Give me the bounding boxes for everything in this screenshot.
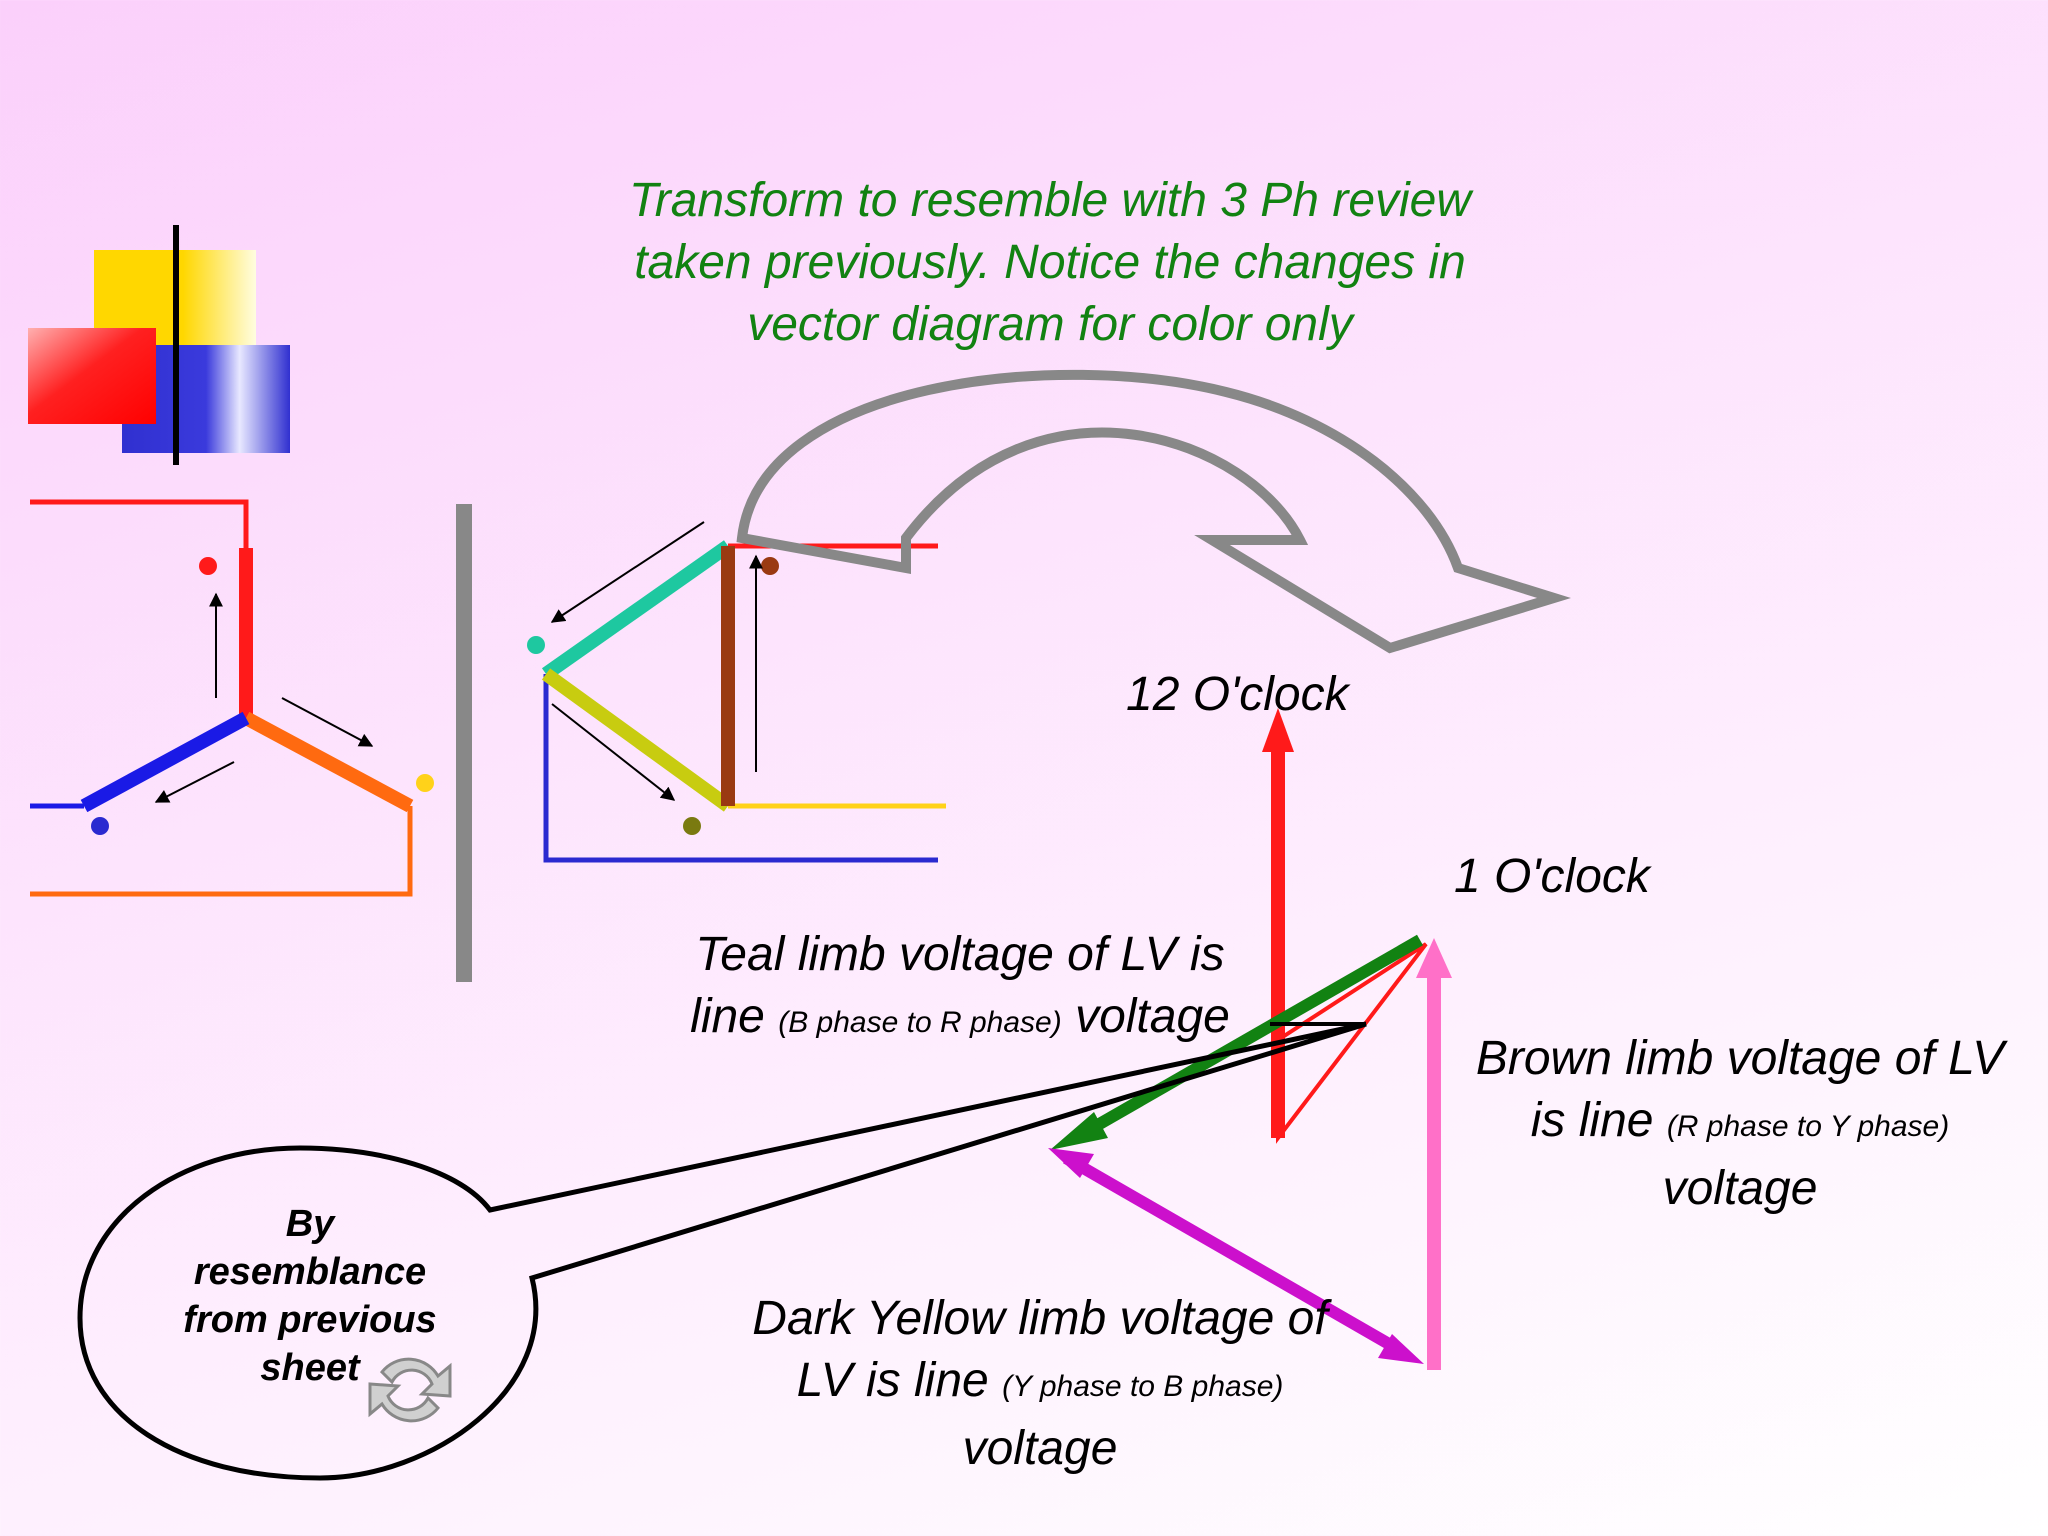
blue-polarity-dot xyxy=(91,817,109,835)
olive-polarity-dot xyxy=(683,817,701,835)
red-polarity-dot xyxy=(199,557,217,575)
decorative-logo xyxy=(28,225,290,465)
brown-label-line-2-small: (R phase to Y phase) xyxy=(1666,1110,1950,1143)
yellow-label-line-1: Dark Yellow limb voltage of xyxy=(752,1292,1328,1345)
teal-limb xyxy=(541,540,733,680)
orange-direction-arrow xyxy=(281,697,374,747)
brown-label-line-2: is line (R phase to Y phase) xyxy=(1430,1090,2048,1158)
teal-limb-label: Teal limb voltage of LV is line (B phase… xyxy=(640,924,1280,1054)
blue-limb xyxy=(80,711,250,813)
red-vector-head xyxy=(1262,708,1294,752)
teal-direction-arrow xyxy=(550,521,705,623)
delta-blue-lead xyxy=(543,674,938,863)
bubble-line-2: resemblance xyxy=(193,1251,427,1293)
teal-label-line-2-small: (B phase to R phase) xyxy=(778,1006,1062,1039)
yellow-label-line-3: voltage xyxy=(962,1422,1118,1475)
delta-winding-diagram xyxy=(527,521,946,863)
yellow-green-limb xyxy=(541,668,733,812)
title-line-3: vector diagram for color only xyxy=(747,298,1353,351)
pink-vector-head xyxy=(1416,938,1452,978)
title-line-1: Transform to resemble with 3 Ph review xyxy=(628,174,1472,227)
callout-bubble xyxy=(77,1021,1367,1481)
yellow-label-line-2-a: LV is line xyxy=(796,1354,989,1407)
dark-yellow-limb-label: Dark Yellow limb voltage of LV is line (… xyxy=(700,1288,1380,1480)
yellow-label-line-2-small: (Y phase to B phase) xyxy=(1002,1370,1284,1403)
orange-phase-lead xyxy=(30,806,413,897)
orange-limb xyxy=(242,711,414,813)
teal-polarity-dot xyxy=(527,636,545,654)
bubble-line-1: By xyxy=(285,1203,335,1245)
green-vector xyxy=(1079,934,1423,1140)
label-12-oclock: 12 O'clock xyxy=(1126,668,1349,721)
label-1-oclock: 1 O'clock xyxy=(1454,850,1650,903)
magenta-vector-head-end xyxy=(1378,1334,1424,1364)
magenta-vector xyxy=(1063,1152,1399,1354)
bubble-text: By resemblance from previous sheet xyxy=(150,1200,470,1392)
brown-label-line-1: Brown limb voltage of LV xyxy=(1475,1032,2005,1085)
brown-label-line-2-a: is line xyxy=(1530,1094,1654,1147)
teal-label-line-2-a: line xyxy=(690,990,765,1043)
yellow-direction-arrow xyxy=(551,703,676,801)
slide-title: Transform to resemble with 3 Ph review t… xyxy=(560,170,1540,356)
brown-polarity-dot xyxy=(761,557,779,575)
bubble-line-3: from previous xyxy=(183,1299,437,1341)
teal-label-line-2: line (B phase to R phase) voltage xyxy=(640,986,1280,1054)
refresh-icon[interactable] xyxy=(368,1357,452,1423)
yellow-polarity-dot xyxy=(416,774,434,792)
green-vector-head xyxy=(1050,1112,1108,1150)
blue-direction-arrow xyxy=(154,761,235,803)
title-line-2: taken previously. Notice the changes in xyxy=(634,236,1466,289)
star-winding-diagram xyxy=(30,499,434,897)
bubble-line-4: sheet xyxy=(260,1347,360,1389)
brown-limb-label: Brown limb voltage of LV is line (R phas… xyxy=(1430,1028,2048,1220)
magenta-vector-head-start xyxy=(1048,1148,1094,1178)
teal-label-line-2-b: voltage xyxy=(1075,990,1230,1043)
vector-diagram xyxy=(1048,708,1452,1370)
red-phase-lead xyxy=(30,499,249,552)
brown-label-line-3: voltage xyxy=(1662,1162,1818,1215)
teal-label-line-1: Teal limb voltage of LV is xyxy=(695,928,1225,981)
yellow-label-line-2: LV is line (Y phase to B phase) xyxy=(700,1350,1380,1418)
transform-curved-arrow xyxy=(736,369,1571,654)
